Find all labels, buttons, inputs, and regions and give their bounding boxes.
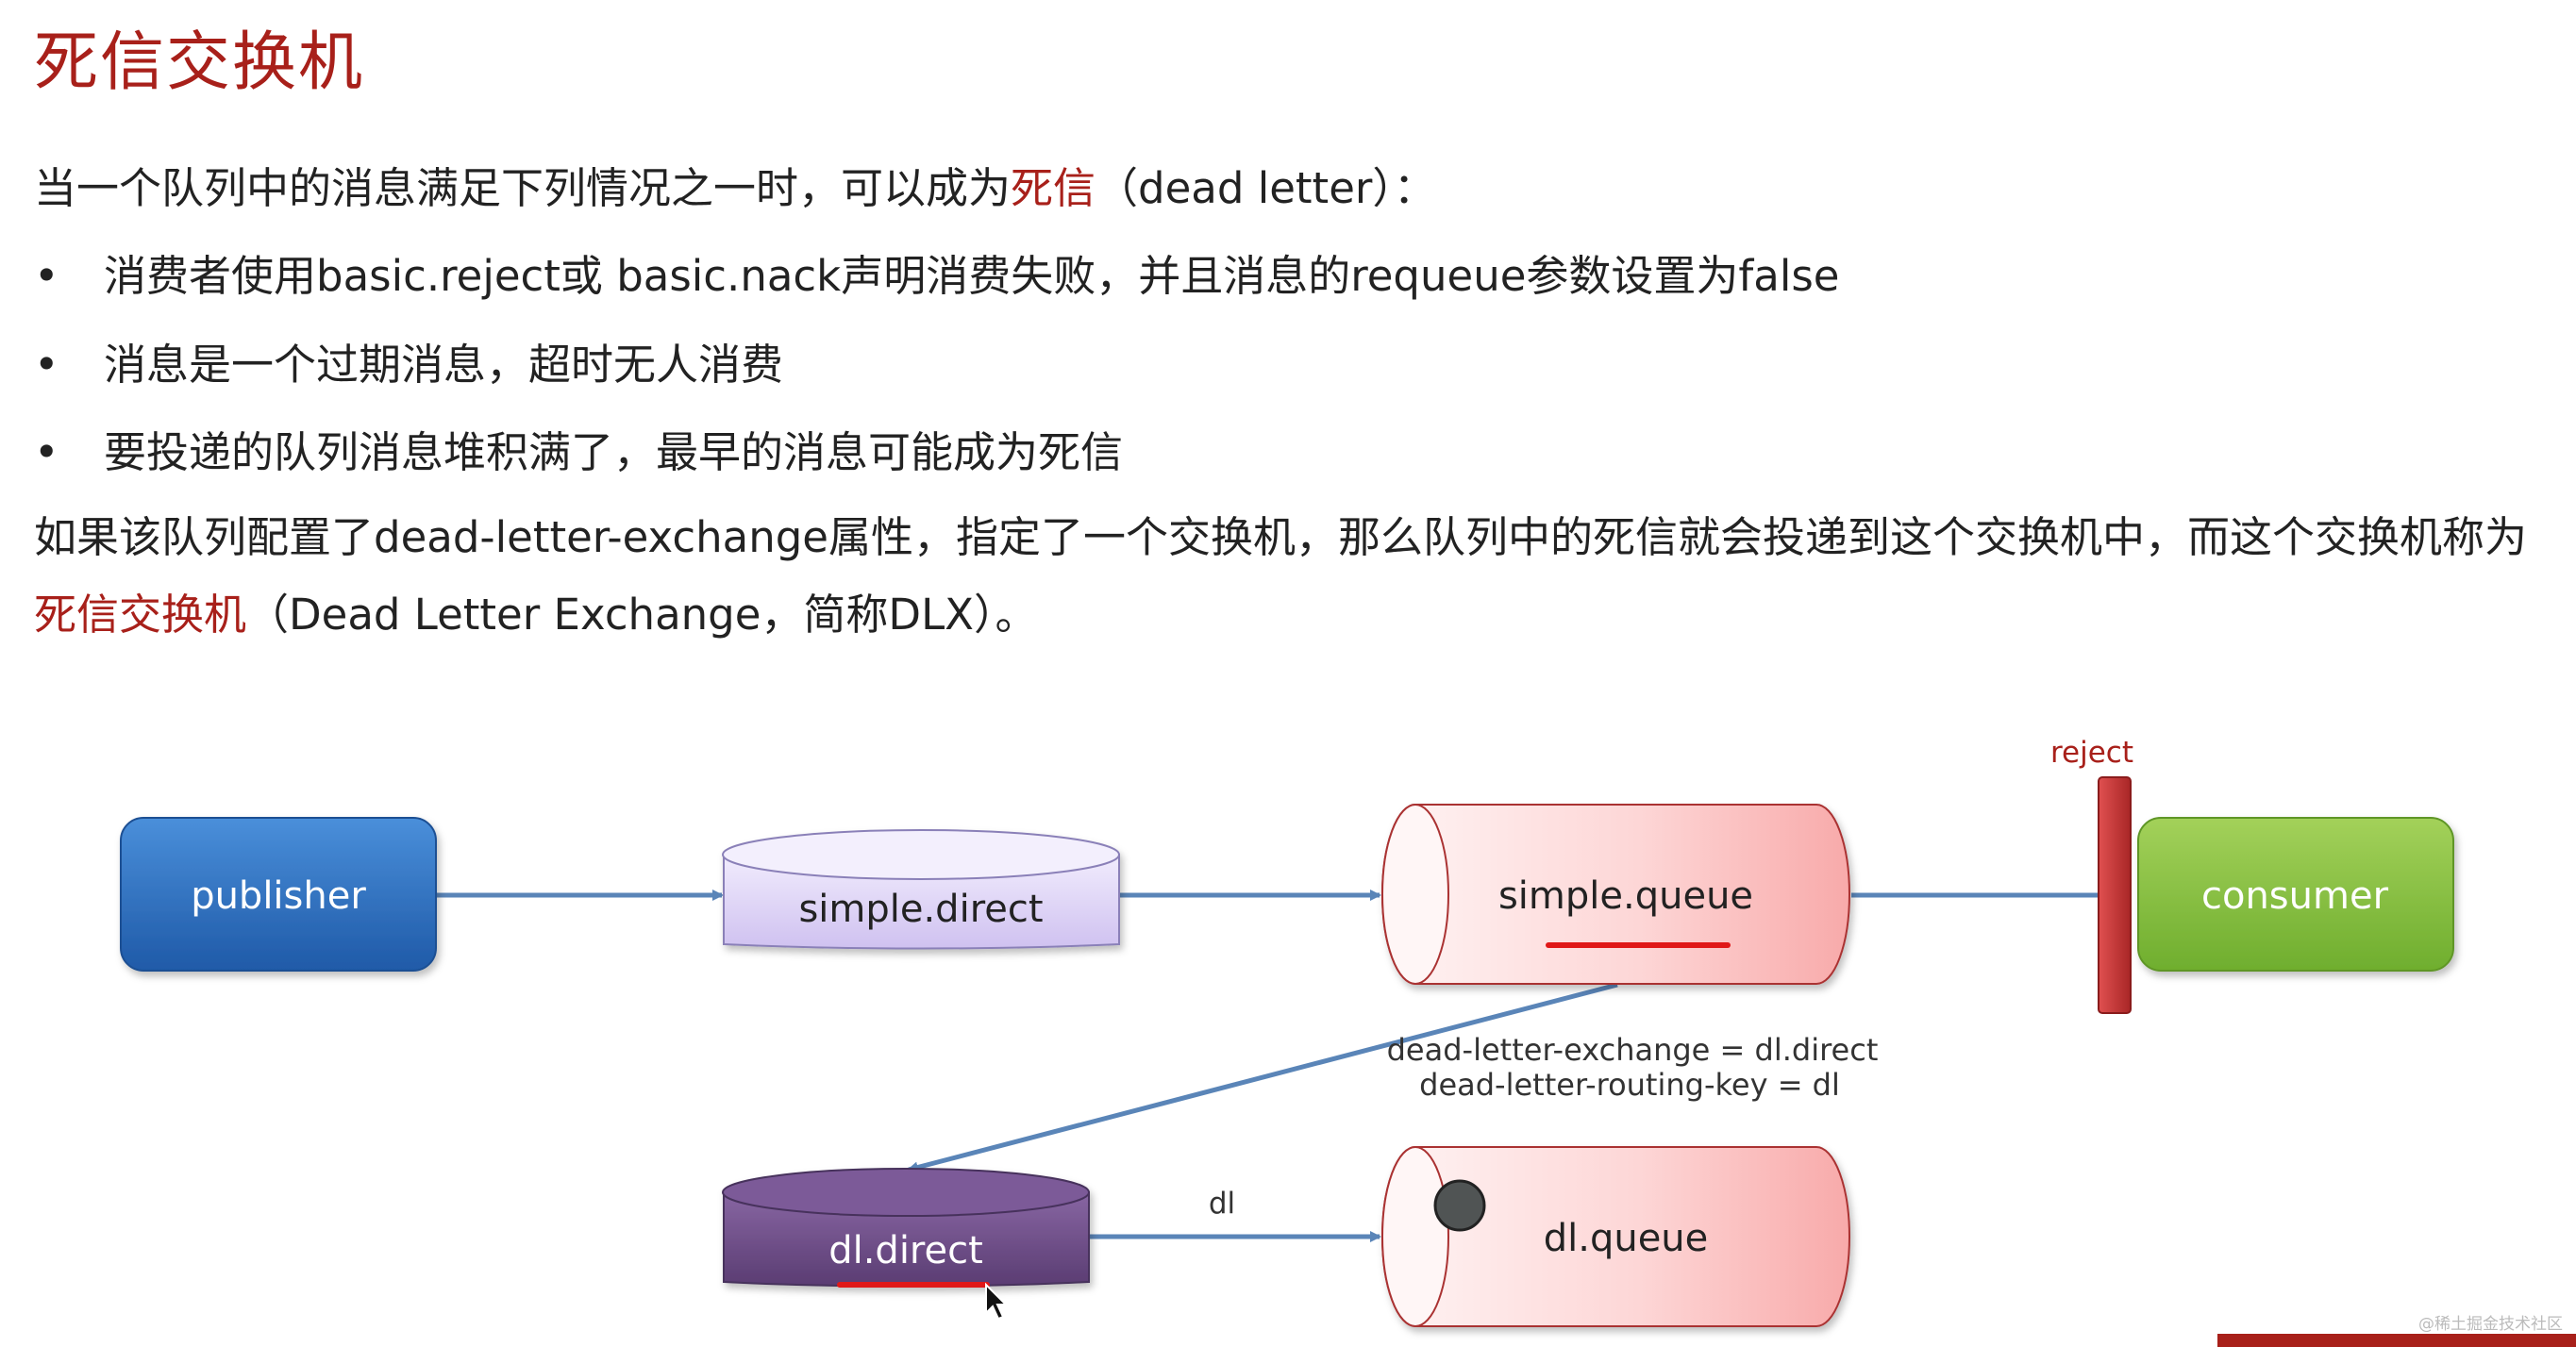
bullet-text: 消息是一个过期消息，超时无人消费 [104,340,784,390]
bullet-icon: • [34,340,59,390]
intro-text-after: （dead letter）： [1096,163,1436,213]
outro-paragraph-line1: 如果该队列配置了dead-letter-exchange属性，指定了一个交换机，… [34,512,2527,562]
dl-queue-node [1381,1146,1850,1327]
intro-text: 当一个队列中的消息满足下列情况之一时，可以成为 [34,163,1012,213]
bullet-item: • 要投递的队列消息堆积满了，最早的消息可能成为死信 [34,424,1123,481]
bullet-item: • 消息是一个过期消息，超时无人消费 [34,337,783,393]
watermark: @稀土掘金技术社区 [2418,1315,2563,1334]
intro-highlight: 死信 [1011,163,1096,213]
reject-label: reject [2050,736,2133,770]
routing-key-label: dl [1209,1187,1235,1221]
publisher-label: publisher [191,874,366,918]
dl-queue-label: dl.queue [1544,1217,1709,1260]
simple-queue-label: simple.queue [1498,874,1753,918]
outro-highlight: 死信交换机 [34,590,247,640]
dl-exchange-node [722,1168,1090,1288]
bullet-icon: • [34,251,59,301]
bullet-text: 消费者使用basic.reject或 basic.nack声明消费失败，并且消息… [104,251,1840,301]
page-title: 死信交换机 [34,25,365,100]
simple-exchange-label: simple.direct [798,888,1043,931]
dl-exchange-label: dl.direct [828,1229,983,1272]
bullet-icon: • [34,427,59,477]
message-dot-icon [1433,1179,1486,1232]
cursor-icon [985,1282,1009,1321]
outro-text-after: （Dead Letter Exchange，简称DLX）。 [246,590,1038,640]
simple-exchange-node [722,829,1120,950]
arrow-queue-to-dl-exchange [907,982,1618,1173]
outro-paragraph-line2: 死信交换机（Dead Letter Exchange，简称DLX）。 [34,587,1037,643]
simple-queue-node [1381,804,1850,985]
dl-exchange-config: dead-letter-exchange = dl.direct [1387,1032,1879,1068]
dl-routing-key-config: dead-letter-routing-key = dl [1419,1067,1840,1103]
reject-bar [2098,776,2132,1014]
consumer-node [2137,817,2454,972]
bullet-text: 要投递的队列消息堆积满了，最早的消息可能成为死信 [104,427,1124,477]
footer-bar [2217,1334,2576,1347]
consumer-label: consumer [2201,874,2389,918]
publisher-node [120,817,437,972]
bullet-item: • 消费者使用basic.reject或 basic.nack声明消费失败，并且消… [34,248,1839,305]
intro-paragraph: 当一个队列中的消息满足下列情况之一时，可以成为死信（dead letter）： [34,160,1436,217]
